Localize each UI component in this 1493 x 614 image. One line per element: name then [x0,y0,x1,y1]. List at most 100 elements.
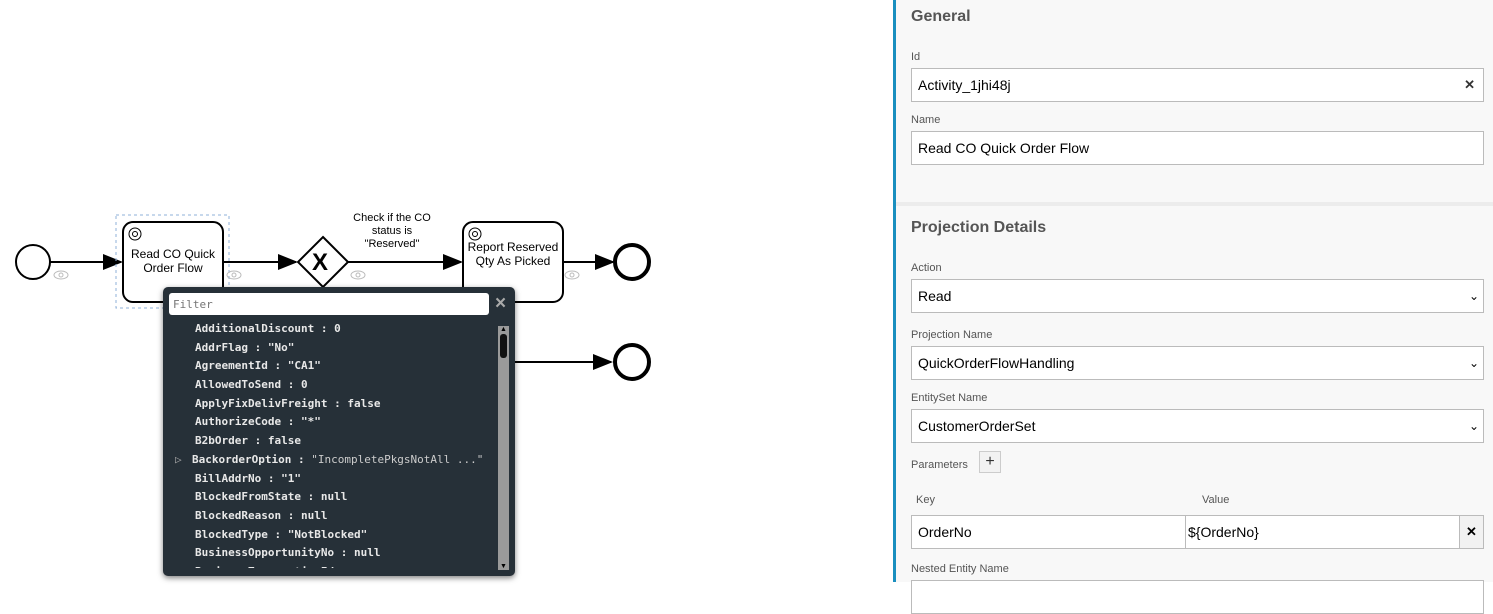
eye-icon[interactable] [350,270,366,280]
add-parameter-button[interactable]: + [979,451,1001,473]
value-header: Value [1202,494,1230,506]
separator: : [281,378,301,392]
start-event[interactable] [15,244,51,280]
expand-icon[interactable]: ▷ [175,452,182,466]
variable-value: false [347,396,381,410]
variable-key: AuthorizeCode [195,415,282,429]
chevron-down-icon: ⌄ [1468,289,1479,303]
variable-value: null [300,508,328,522]
projection-name-select[interactable]: QuickOrderFlowHandling⌄ [911,346,1484,380]
nested-entity-label: Nested Entity Name [911,563,1009,575]
gateway-marker: X [312,249,329,276]
separator: : [281,508,301,522]
param-key-input[interactable]: OrderNo [911,515,1186,549]
parameters-label: Parameters [911,459,968,471]
separator: : [300,490,321,504]
clear-icon[interactable]: ✕ [1464,77,1475,92]
section-title-projection: Projection Details [911,219,1047,236]
action-select[interactable]: Read ⌄ [911,279,1484,313]
separator: : [327,396,348,410]
task-label: Report Reserved Qty As Picked [467,240,559,268]
variable-key: AgreementId [195,359,268,373]
eye-icon[interactable] [226,270,242,280]
entityset-select[interactable]: CustomerOrderSet ⌄ [911,409,1484,443]
variable-row: AddrFlag : "No" [163,339,497,358]
variable-key: AddrFlag [195,340,248,354]
param-value-input[interactable]: ${OrderNo} [1185,515,1460,549]
variable-key: BlockedType [195,527,268,541]
projection-name-value: QuickOrderFlowHandling [918,355,1075,371]
separator: : [281,415,301,429]
remove-parameter-button[interactable]: ✕ [1459,515,1484,549]
id-input[interactable]: Activity_1jhi48j ✕ [911,68,1484,102]
key-header: Key [916,494,935,506]
variable-value: "CA1" [287,359,321,373]
variable-row: AuthorizeCode : "*" [163,413,497,432]
variable-value: ... [354,565,374,568]
close-icon[interactable]: × [495,293,507,314]
variable-key: BlockedFromState [195,490,301,504]
eye-icon[interactable] [53,270,69,280]
variable-key: B2bOrder [195,434,248,448]
variable-value: "NotBlocked" [287,527,368,541]
variable-row: AllowedToSend : 0 [163,376,497,395]
variable-value: "IncompletePkgsNotAll ..." [311,452,484,466]
variable-value: false [267,434,301,448]
variable-key: ApplyFixDelivFreight [195,396,328,410]
section-divider [896,202,1493,206]
variable-row: BusinessOpportunityNo : null [163,544,497,563]
flow-label: Check if the CO status is "Reserved" [353,212,431,250]
name-textarea[interactable]: Read CO Quick Order Flow [911,131,1484,165]
variable-row: BusinessTransactionId : ... [163,563,497,568]
variable-key: AllowedToSend [195,378,282,392]
scrollbar[interactable]: ▲▼ [498,326,509,570]
variable-row: BlockedType : "NotBlocked" [163,526,497,545]
properties-panel: General Id Activity_1jhi48j✕ Name Read C… [893,0,1493,614]
action-label: Action [911,262,942,274]
id-value: Activity_1jhi48j [918,77,1011,93]
separator: : [334,565,354,568]
entityset-value: CustomerOrderSet [918,418,1036,434]
variable-key: AdditionalDiscount [195,322,315,335]
selection-outline [115,214,230,309]
separator: : [261,471,282,485]
filter-input[interactable] [169,293,489,315]
variable-key: BusinessTransactionId [195,565,334,568]
separator: : [247,340,268,354]
separator: : [291,452,312,466]
variable-row: AgreementId : "CA1" [163,357,497,376]
id-label: Id [911,51,921,63]
task-label: Read CO Quick Order Flow [130,247,216,275]
variable-value: "1" [281,471,301,485]
end-event[interactable] [613,243,651,281]
variable-row: ApplyFixDelivFreight : false [163,395,497,414]
separator: : [247,434,268,448]
param-value-value: ${OrderNo} [1188,524,1259,540]
variable-value: "*" [300,415,321,429]
projection-name-label: Projection Name [911,329,993,341]
separator: : [314,322,335,335]
section-title-general: General [911,8,971,25]
variable-value: 0 [300,378,308,392]
end-event[interactable] [613,343,651,381]
separator: : [334,546,354,560]
variable-row[interactable]: ▷BackorderOption : "IncompletePkgsNotAll… [163,451,497,470]
variable-row: BlockedFromState : null [163,488,497,507]
variable-value: "No" [267,340,295,354]
nested-entity-input[interactable] [911,580,1484,614]
variable-row: B2bOrder : false [163,432,497,451]
variable-value: null [320,490,348,504]
separator: : [267,527,288,541]
variable-key: BusinessOpportunityNo [195,546,335,560]
bpmn-canvas[interactable]: Read CO Quick Order Flow Report Reserved… [0,0,893,582]
name-value: Read CO Quick Order Flow [918,140,1090,156]
action-value: Read [918,288,952,304]
eye-icon[interactable] [564,270,580,280]
variable-value: null [353,546,381,560]
variable-value: 0 [334,322,341,335]
variable-row: BillAddrNo : "1" [163,470,497,489]
param-key-value: OrderNo [918,524,972,540]
chevron-down-icon: ⌄ [1468,419,1479,433]
